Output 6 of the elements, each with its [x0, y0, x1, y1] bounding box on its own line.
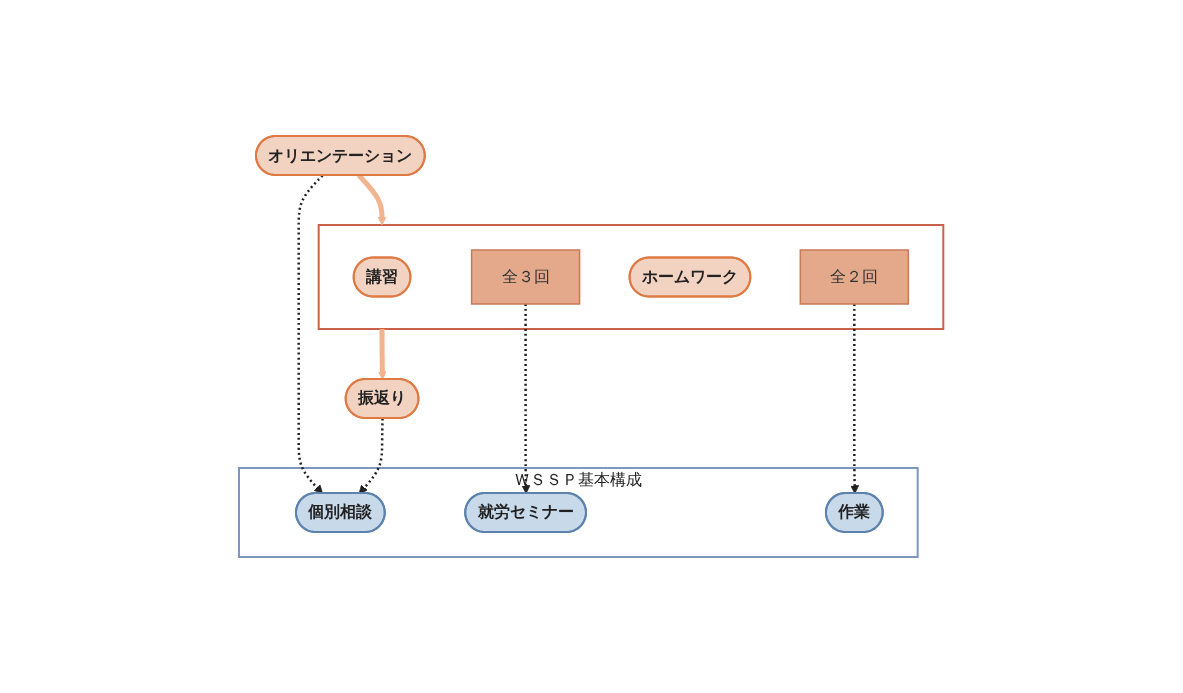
- arrow: [297, 174, 324, 494]
- node-box: 全３回: [471, 249, 581, 305]
- arrow: [378, 329, 388, 380]
- node-box: 全２回: [799, 249, 910, 305]
- cluster: [318, 224, 945, 330]
- arrow: [359, 418, 385, 494]
